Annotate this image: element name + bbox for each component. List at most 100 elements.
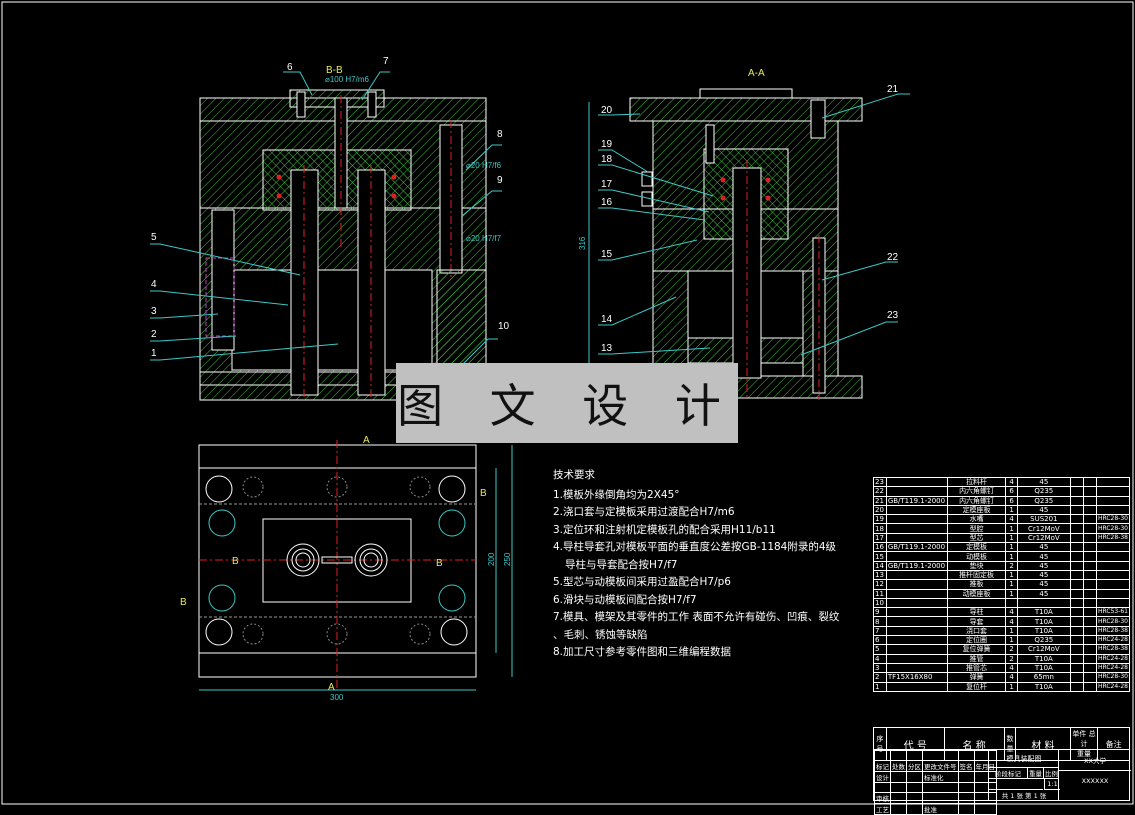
- bom-cell-code: [885, 588, 948, 599]
- bom-cell-w1: [1069, 607, 1084, 618]
- section-bb-view: B-B ⌀100 H7/m6 6 7 8 9 5 4 3 2 1 10 ⌀20 …: [150, 56, 510, 401]
- bom-cell-material: T10A: [1016, 681, 1071, 692]
- sheet-count: 共 1 张 第 1 张: [1001, 792, 1047, 800]
- bom-cell-material: T10A: [1016, 662, 1071, 674]
- bom-cell-w1: [1069, 635, 1084, 646]
- bom-cell-name: 型芯: [946, 532, 1007, 544]
- bom-cell-code: [885, 607, 948, 618]
- bom-cell-name: 复位弹簧: [946, 644, 1007, 655]
- school-name: XX大学: [1059, 750, 1131, 771]
- drawing-name: 模具装配图: [989, 750, 1059, 768]
- bom-cell-qty: 4: [1005, 616, 1018, 627]
- bom-header-single-weight: 单件: [1072, 730, 1087, 738]
- bom-cell-material: Q235: [1016, 635, 1071, 646]
- bom-cell-material: Cr12MoV: [1016, 532, 1071, 544]
- bom-cell-qty: 6: [1005, 495, 1018, 506]
- rev-header-doc: 更改文件号: [922, 760, 959, 772]
- bom-cell-w1: [1069, 597, 1084, 609]
- bom-header-material: 材 料: [1015, 727, 1071, 761]
- bom-cell-no: 8: [873, 616, 887, 627]
- bom-cell-w1: [1069, 523, 1084, 534]
- bom-cell-material: 65mn: [1016, 672, 1071, 683]
- bom-cell-w2: [1082, 579, 1097, 590]
- bom-cell-w2: [1082, 495, 1097, 506]
- bom-cell-w1: [1069, 653, 1084, 664]
- bom-cell-remark: [1095, 504, 1131, 516]
- bom-cell-no: 13: [873, 569, 887, 581]
- callout-16: 16: [601, 197, 613, 208]
- section-aa-view: A-A 316 21 20 19 18 17 16 15 14 13 22 23: [578, 68, 910, 400]
- bom-cell-qty: 4: [1005, 662, 1018, 674]
- bom-cell-code: [885, 597, 948, 609]
- callout-2: 2: [151, 329, 157, 340]
- bom-cell-w2: [1082, 551, 1097, 562]
- bom-cell-material: 45: [1016, 588, 1071, 599]
- bom-cell-qty: 6: [1005, 486, 1018, 497]
- bom-cell-no: 12: [873, 579, 887, 590]
- bom-cell-w1: [1069, 560, 1084, 571]
- bom-cell-no: 21: [873, 495, 887, 506]
- bom-cell-remark: HRC28-30: [1095, 514, 1131, 525]
- bom-cell-no: 6: [873, 635, 887, 646]
- bom-cell-qty: [1005, 597, 1018, 609]
- bom-cell-code: [885, 532, 948, 544]
- bom-cell-w1: [1069, 569, 1084, 581]
- bom-cell-w1: [1069, 476, 1084, 488]
- bom-cell-material: T10A: [1016, 625, 1071, 637]
- bom-cell-w1: [1069, 542, 1084, 553]
- bom-cell-material: 45: [1016, 542, 1071, 553]
- bom-cell-code: TF15X16X80: [885, 672, 948, 683]
- bom-cell-no: 1: [873, 681, 887, 692]
- requirement-item: 3.定位环和注射机定模板孔的配合采用H11/b11: [553, 523, 776, 536]
- bom-cell-remark: HRC28-38: [1095, 625, 1131, 637]
- bom-cell-qty: 1: [1005, 504, 1018, 516]
- bom-cell-w2: [1082, 476, 1097, 488]
- bom-cell-w2: [1082, 514, 1097, 525]
- bom-cell-name: 动模座板: [946, 588, 1007, 599]
- bom-cell-material: T10A: [1016, 616, 1071, 627]
- bom-cell-no: 10: [873, 597, 887, 609]
- bom-header-weight-label: 重量: [1076, 750, 1091, 758]
- bom-cell-code: [885, 569, 948, 581]
- title-block-right: XX大学 XXXXXX: [1058, 750, 1131, 800]
- plan-view: 300 200 250 A A B B B B: [180, 435, 513, 702]
- bom-row: 10: [873, 597, 1131, 609]
- bom-cell-code: GB/T119.1-2000: [885, 495, 948, 506]
- callout-15: 15: [601, 249, 613, 260]
- bom-cell-name: 型腔: [946, 523, 1007, 534]
- process-label: 工艺: [874, 803, 891, 815]
- requirement-item: 5.型芯与动模板间采用过盈配合H7/p6: [553, 576, 731, 588]
- bom-cell-remark: [1095, 560, 1131, 571]
- bom-header-remark: 备注: [1097, 727, 1130, 761]
- bom-cell-qty: 1: [1005, 569, 1018, 581]
- bom-cell-remark: HRC28-38: [1095, 532, 1131, 544]
- bom-cell-material: T10A: [1016, 607, 1071, 618]
- technical-requirements-title: 技术要求: [553, 469, 595, 481]
- watermark-banner: 图 文 设 计: [396, 363, 738, 443]
- requirement-item: 2.浇口套与定模板采用过渡配合H7/m6: [553, 506, 735, 518]
- section-mark-a-top: A: [363, 435, 370, 446]
- bom-cell-qty: 4: [1005, 672, 1018, 683]
- bom-cell-w2: [1082, 635, 1097, 646]
- bom-cell-qty: 1: [1005, 551, 1018, 562]
- bom-cell-material: Q235: [1016, 486, 1071, 497]
- bom-cell-w1: [1069, 495, 1084, 506]
- bom-cell-w1: [1069, 625, 1084, 637]
- bom-cell-remark: HRC28-30: [1095, 616, 1131, 627]
- bom-cell-w1: [1069, 644, 1084, 655]
- bom-cell-material: SUS201: [1016, 514, 1071, 525]
- callout-3: 3: [151, 306, 157, 317]
- bom-cell-name: 垫块: [946, 560, 1007, 571]
- bom-cell-code: [885, 514, 948, 525]
- bom-cell-w2: [1082, 597, 1097, 609]
- section-mark-a-bottom: A: [328, 682, 335, 693]
- section-bb-title: B-B: [326, 65, 343, 76]
- section-mark-b-right: B: [436, 558, 443, 569]
- bom-cell-no: 14: [873, 560, 887, 571]
- bom-cell-name: 定位圈: [946, 635, 1007, 646]
